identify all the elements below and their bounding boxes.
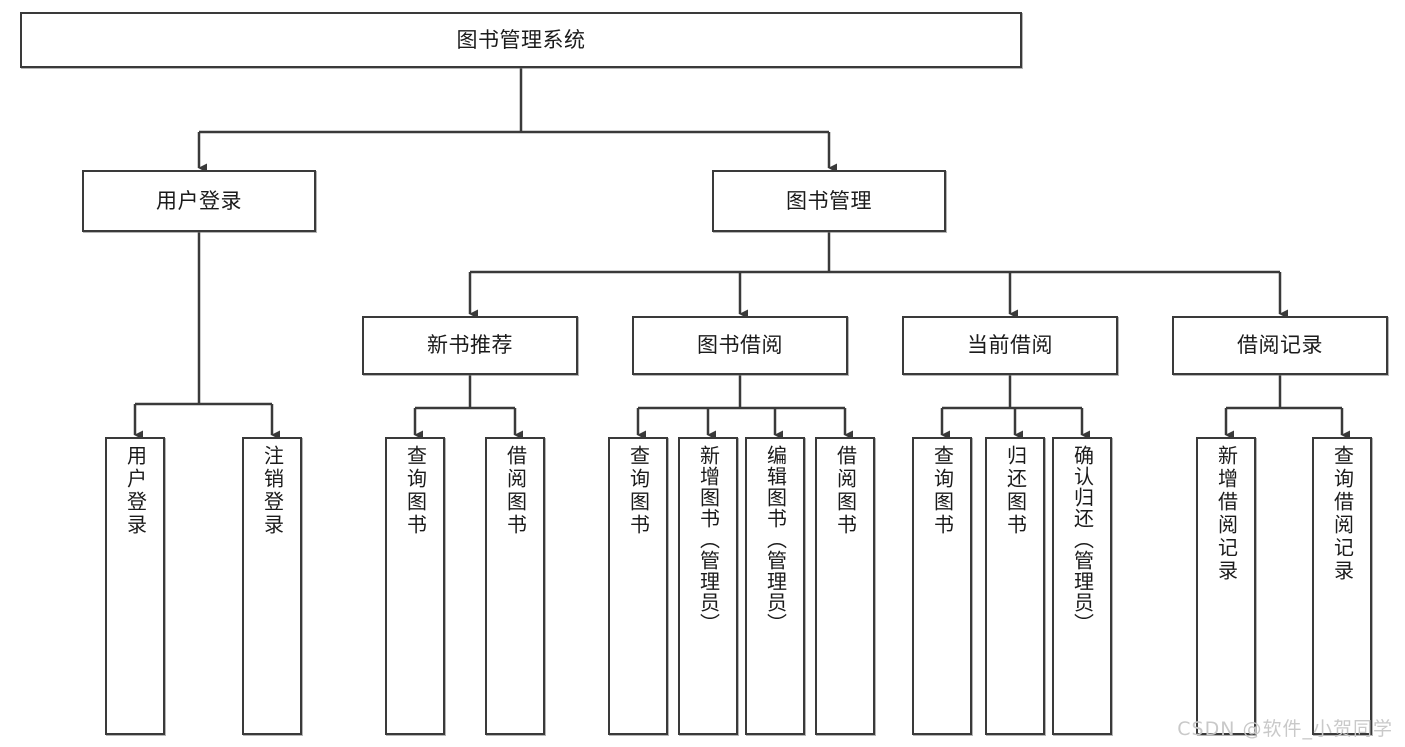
node-box-n2[interactable]: 图书管理 <box>712 170 946 232</box>
node-label: 图书管理 <box>786 188 872 213</box>
node-box-n18[interactable]: 新增借阅记录 <box>1196 437 1256 735</box>
node-label: 查询图书 <box>403 445 428 537</box>
node-label: 当前借阅 <box>967 333 1053 358</box>
node-box-n5[interactable]: 当前借阅 <box>902 316 1118 375</box>
node-box-n15[interactable]: 查询图书 <box>912 437 972 735</box>
node-label: 借阅图书 <box>833 445 858 537</box>
node-label: 注销登录 <box>260 445 285 537</box>
node-box-n9[interactable]: 查询图书 <box>385 437 445 735</box>
node-label: 新书推荐 <box>427 333 513 358</box>
node-label: 图书借阅 <box>697 333 783 358</box>
edge-group <box>133 68 1350 440</box>
node-box-n8[interactable]: 注销登录 <box>242 437 302 735</box>
node-box-n13[interactable]: 编辑图书（管理员） <box>745 437 805 735</box>
node-label: 确认归还（管理员） <box>1070 445 1095 634</box>
node-box-n6[interactable]: 借阅记录 <box>1172 316 1388 375</box>
node-label: 新增借阅记录 <box>1214 445 1239 583</box>
node-box-n19[interactable]: 查询借阅记录 <box>1312 437 1372 735</box>
node-label: 编辑图书（管理员） <box>763 445 788 634</box>
node-box-n14[interactable]: 借阅图书 <box>815 437 875 735</box>
node-label: 用户登录 <box>156 188 242 213</box>
node-box-n11[interactable]: 查询图书 <box>608 437 668 735</box>
node-box-n12[interactable]: 新增图书（管理员） <box>678 437 738 735</box>
node-label: 归还图书 <box>1003 445 1028 537</box>
node-label: 用户登录 <box>123 445 148 537</box>
node-label: 查询借阅记录 <box>1330 445 1355 583</box>
node-box-n7[interactable]: 用户登录 <box>105 437 165 735</box>
node-box-n3[interactable]: 新书推荐 <box>362 316 578 375</box>
node-box-n17[interactable]: 确认归还（管理员） <box>1052 437 1112 735</box>
node-box-n4[interactable]: 图书借阅 <box>632 316 848 375</box>
node-label: 借阅图书 <box>503 445 528 537</box>
node-box-n0[interactable]: 图书管理系统 <box>20 12 1022 68</box>
node-label: 新增图书（管理员） <box>696 445 721 634</box>
node-label: 图书管理系统 <box>456 27 586 52</box>
node-label: 查询图书 <box>626 445 651 537</box>
node-box-n1[interactable]: 用户登录 <box>82 170 316 232</box>
node-label: 查询图书 <box>930 445 955 537</box>
node-box-n16[interactable]: 归还图书 <box>985 437 1045 735</box>
watermark-text: CSDN @软件_小贺同学 <box>1177 718 1393 740</box>
node-label: 借阅记录 <box>1237 333 1323 358</box>
node-box-n10[interactable]: 借阅图书 <box>485 437 545 735</box>
